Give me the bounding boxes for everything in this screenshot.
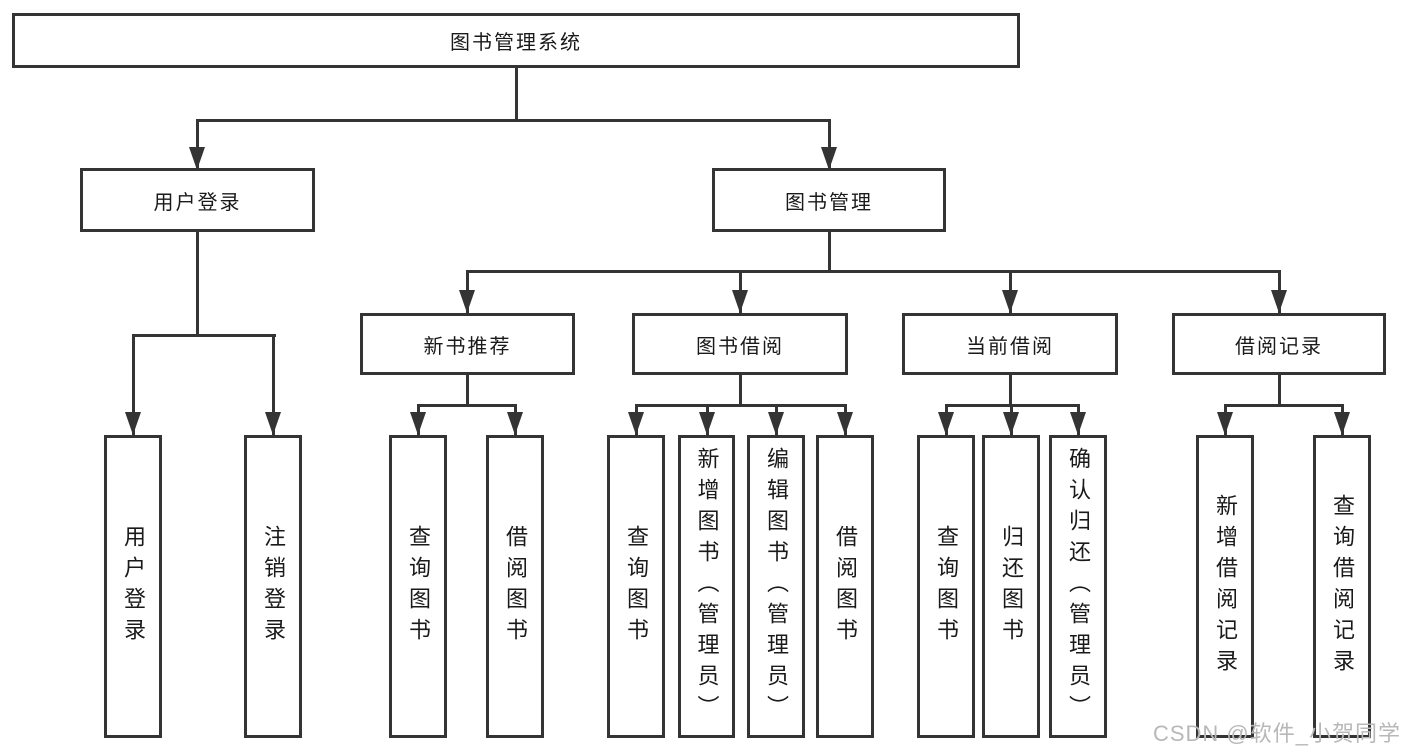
node-book-borrow: 图书借阅 (632, 313, 848, 375)
connector-line (635, 404, 847, 407)
arrowhead-down-icon (507, 412, 523, 435)
arrowhead-down-icon (1334, 412, 1350, 435)
arrowhead-down-icon (732, 290, 748, 313)
connector-line (828, 119, 831, 170)
leaf-borrow-book-recommend: 借阅图书 (486, 435, 544, 738)
connector-line (196, 119, 199, 170)
node-label: 归还图书 (999, 524, 1024, 649)
node-label: 借阅图书 (503, 524, 528, 649)
node-borrow-records: 借阅记录 (1172, 313, 1386, 375)
leaf-query-book-borrow: 查询图书 (607, 435, 665, 738)
node-label: 查询图书 (406, 524, 431, 649)
node-label: 查询图书 (934, 524, 959, 649)
leaf-query-book-current: 查询图书 (917, 435, 975, 738)
node-user-login: 用户登录 (80, 168, 315, 232)
leaf-add-book-admin: 新增图书（管理员） (678, 435, 735, 738)
node-label: 图书管理系统 (450, 32, 582, 54)
node-label: 新增图书（管理员） (694, 447, 720, 726)
arrowhead-down-icon (628, 412, 644, 435)
connector-line (1224, 404, 1344, 407)
leaf-logout: 注销登录 (244, 435, 302, 738)
node-label: 编辑图书（管理员） (764, 447, 789, 726)
arrowhead-down-icon (125, 412, 141, 435)
arrowhead-down-icon (699, 412, 715, 435)
node-label: 当前借阅 (966, 335, 1054, 358)
connector-line (1278, 375, 1281, 407)
csdn-watermark: CSDN @软件_小贺同学 (1152, 721, 1401, 746)
connector-line (196, 232, 199, 336)
node-book-management: 图书管理 (712, 168, 946, 232)
connector-line (272, 334, 275, 435)
node-label: 新书推荐 (423, 335, 512, 358)
arrowhead-down-icon (837, 412, 853, 435)
leaf-user-login: 用户登录 (104, 435, 162, 738)
arrowhead-down-icon (768, 412, 784, 435)
leaf-edit-book-admin: 编辑图书（管理员） (747, 435, 805, 738)
connector-line (132, 334, 276, 337)
connector-line (1009, 375, 1012, 407)
node-label: 借阅记录 (1235, 335, 1323, 358)
connector-line (132, 334, 135, 435)
node-label: 新增借阅记录 (1213, 493, 1238, 680)
node-label: 用户登录 (121, 524, 146, 649)
arrowhead-down-icon (1070, 412, 1086, 435)
connector-line (739, 375, 742, 407)
connector-line (515, 68, 518, 121)
arrowhead-down-icon (410, 412, 426, 435)
node-label: 图书管理 (785, 191, 873, 214)
node-label: 查询图书 (624, 524, 649, 649)
connector-line (196, 119, 830, 122)
node-label: 用户登录 (153, 191, 242, 214)
node-label: 借阅图书 (833, 524, 858, 649)
arrowhead-down-icon (1271, 290, 1287, 313)
node-root-system: 图书管理系统 (12, 13, 1020, 68)
leaf-return-book: 归还图书 (982, 435, 1040, 738)
arrowhead-down-icon (821, 147, 837, 170)
leaf-query-borrow-record: 查询借阅记录 (1313, 435, 1371, 738)
node-label: 查询借阅记录 (1330, 493, 1355, 680)
arrowhead-down-icon (189, 147, 205, 170)
node-new-book-recommend: 新书推荐 (360, 313, 575, 375)
leaf-borrow-book: 借阅图书 (816, 435, 874, 738)
leaf-query-book-recommend: 查询图书 (389, 435, 447, 738)
node-label: 图书借阅 (696, 335, 784, 358)
arrowhead-down-icon (1217, 412, 1233, 435)
arrowhead-down-icon (938, 412, 954, 435)
arrowhead-down-icon (459, 290, 475, 313)
node-label: 注销登录 (261, 524, 286, 649)
leaf-add-borrow-record: 新增借阅记录 (1196, 435, 1254, 738)
leaf-confirm-return-admin: 确认归还（管理员） (1049, 435, 1107, 738)
connector-line (466, 270, 1281, 273)
connector-line (417, 404, 517, 407)
arrowhead-down-icon (265, 412, 281, 435)
node-label: 确认归还（管理员） (1066, 447, 1091, 726)
arrowhead-down-icon (1002, 290, 1018, 313)
connector-line (466, 375, 469, 407)
node-current-borrow: 当前借阅 (902, 313, 1118, 375)
connector-line (828, 232, 831, 273)
arrowhead-down-icon (1003, 412, 1019, 435)
